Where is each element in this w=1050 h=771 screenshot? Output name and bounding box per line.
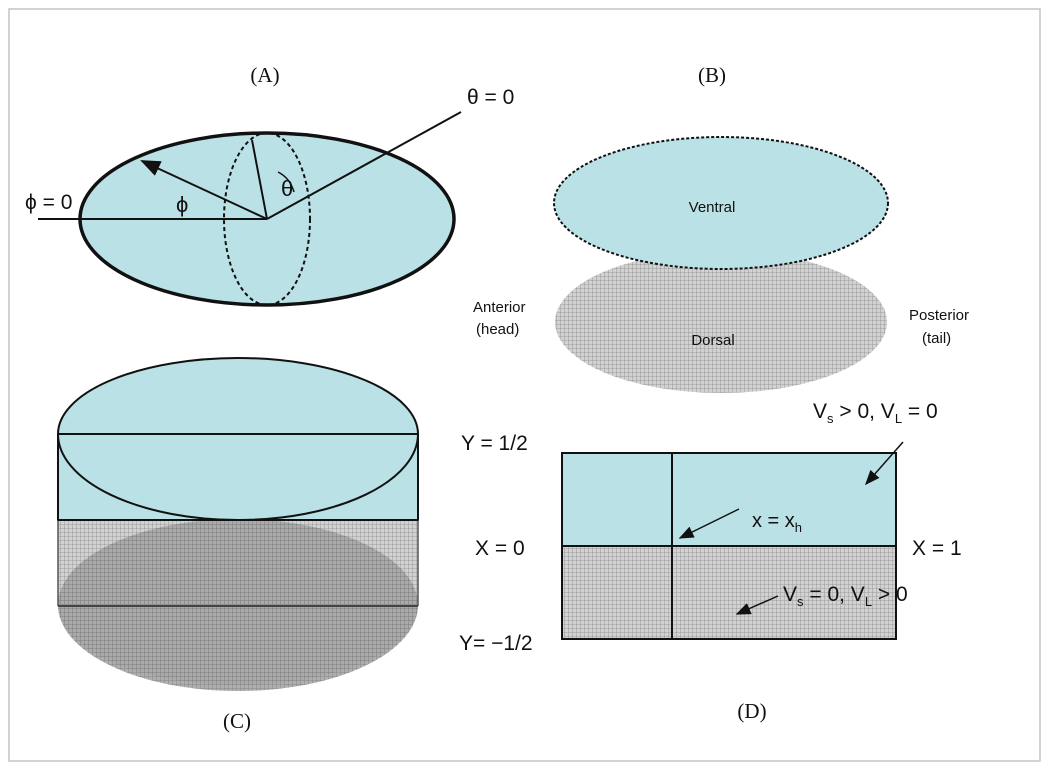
phi-symbol: ϕ	[176, 192, 188, 217]
panel-a-label: (A)	[250, 63, 279, 87]
x-one-label: X = 1	[912, 537, 962, 560]
ventral-region	[562, 453, 896, 546]
y-top-label: Y = 1/2	[461, 432, 528, 455]
phi-zero-label: ϕ = 0	[25, 191, 72, 214]
ventral-band	[57, 433, 419, 521]
panel-b: (B) Ventral Dorsal Anterior (head) Poste…	[473, 63, 969, 393]
theta-zero-axis	[266, 111, 462, 220]
vl-positive-arrow	[735, 595, 779, 615]
dorsal-label: Dorsal	[691, 332, 734, 349]
dorsal-ellipse	[555, 251, 887, 393]
xh-arrow	[678, 508, 740, 539]
panel-b-label: (B)	[698, 63, 726, 87]
ventral-ellipse	[553, 136, 889, 270]
vs-positive-note: Vs > 0, VL = 0	[813, 400, 938, 426]
phi-radius-arrow	[140, 160, 268, 220]
cross-section-ellipse	[223, 132, 311, 306]
figure-frame	[8, 8, 1041, 762]
x-zero-label: X = 0	[475, 537, 525, 560]
xh-note: x = xh	[752, 510, 802, 535]
posterior-label: Posterior	[909, 307, 969, 324]
vl-positive-note: Vs = 0, VL > 0	[783, 583, 908, 609]
vs-positive-arrow	[865, 441, 904, 486]
dorsal-region	[562, 546, 896, 639]
panel-c-label: (C)	[223, 709, 251, 733]
anterior-label: Anterior	[473, 299, 526, 316]
theta-angle-arc	[277, 171, 295, 193]
panel-c: (C)	[57, 357, 419, 733]
anterior-head-label: (head)	[476, 321, 519, 338]
panel-a: (A) θ = 0 ϕ = 0 ϕ θ	[25, 63, 514, 307]
y-bottom-label: Y= −1/2	[459, 632, 533, 655]
panel-d: Y = 1/2 Y= −1/2 X = 0 X = 1 Vs > 0, VL =…	[459, 400, 962, 723]
posterior-tail-label: (tail)	[922, 330, 951, 347]
theta-symbol: θ	[281, 176, 293, 201]
theta-radius-line	[251, 139, 268, 220]
panel-d-label: (D)	[737, 699, 766, 723]
ventral-label: Ventral	[689, 199, 736, 216]
theta-zero-label: θ = 0	[467, 86, 514, 109]
